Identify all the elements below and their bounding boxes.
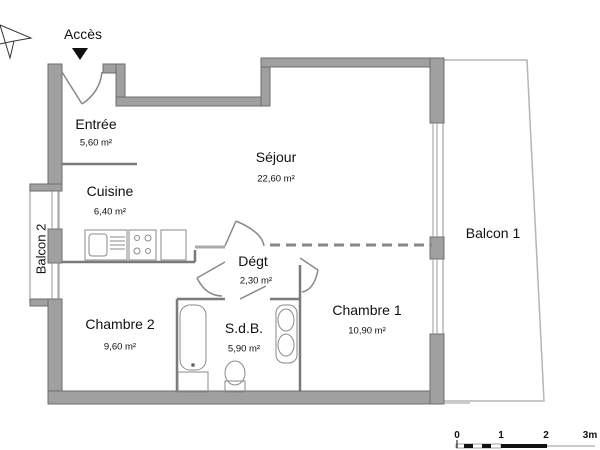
room-chambre1-name: Chambre 1 bbox=[332, 302, 402, 318]
scale-tick-2: 2 bbox=[543, 430, 549, 441]
scale-tick-0: 0 bbox=[454, 430, 460, 441]
room-entree-name: Entrée bbox=[75, 116, 117, 132]
walls bbox=[29, 57, 445, 405]
balcon-1-outline bbox=[442, 59, 545, 402]
scale-tick-1: 1 bbox=[498, 430, 504, 441]
balcon-1-label: Balcon 1 bbox=[465, 225, 521, 241]
doors bbox=[61, 71, 319, 300]
balcon-2-label: Balcon 2 bbox=[33, 223, 49, 275]
room-sdb-name: S.d.B. bbox=[224, 320, 264, 336]
room-degt-area: 2,30 m² bbox=[239, 275, 273, 287]
room-chambre1-area: 10,90 m² bbox=[348, 325, 386, 337]
room-sdb-area: 5,90 m² bbox=[227, 343, 261, 355]
north-arrow-icon bbox=[0, 24, 33, 60]
room-chambre2-area: 9,60 m² bbox=[103, 341, 137, 353]
room-chambre2-name: Chambre 2 bbox=[85, 316, 155, 332]
room-cuisine-area: 6,40 m² bbox=[93, 206, 127, 218]
bathroom-fixtures bbox=[177, 304, 298, 393]
kitchen-fixtures bbox=[84, 229, 187, 261]
scale-bar bbox=[455, 440, 595, 449]
room-sejour-name: Séjour bbox=[255, 149, 297, 165]
room-sejour-area: 22,60 m² bbox=[257, 173, 295, 185]
partitions bbox=[62, 162, 302, 392]
room-entree-area: 5,60 m² bbox=[79, 137, 113, 149]
room-degt-name: Dégt bbox=[238, 253, 268, 269]
access-label: Accès bbox=[63, 26, 103, 42]
window-lines bbox=[51, 123, 470, 404]
scale-tick-3m: 3m bbox=[582, 430, 598, 441]
room-cuisine-name: Cuisine bbox=[86, 183, 134, 199]
